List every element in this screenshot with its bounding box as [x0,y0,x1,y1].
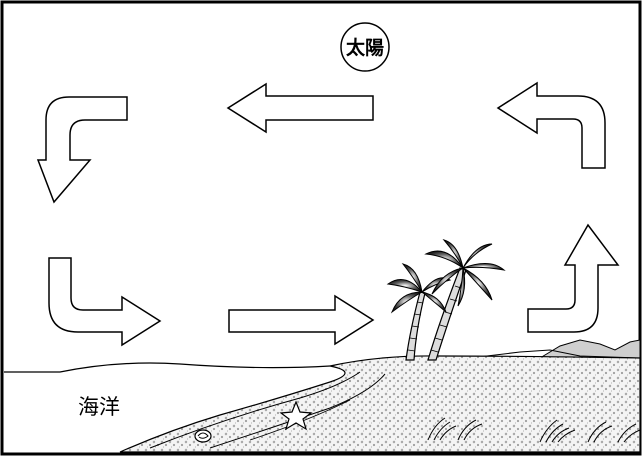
arrow-left-icon [226,82,374,134]
ocean-horizon [4,362,331,373]
arrow-turn-right-icon [48,257,162,347]
far-shore [469,349,641,359]
arrow-turn-up-icon [527,223,620,333]
seashell-icon [194,429,212,443]
starfish-icon [279,400,313,431]
palm-tree-icon [386,239,506,361]
sun-label: 太陽 [346,36,384,59]
mountains [538,339,641,361]
wave-line [149,371,361,449]
arrow-turn-left-icon [496,81,606,169]
wave-line [249,399,351,441]
grass-tufts [427,417,641,443]
arrow-turn-down-icon [36,96,128,204]
arrow-right-icon [228,294,375,346]
ocean-label: 海洋 [78,395,120,419]
wave-line [209,373,386,449]
sun-marker: 太陽 [340,22,390,72]
sun-circle [340,22,390,72]
